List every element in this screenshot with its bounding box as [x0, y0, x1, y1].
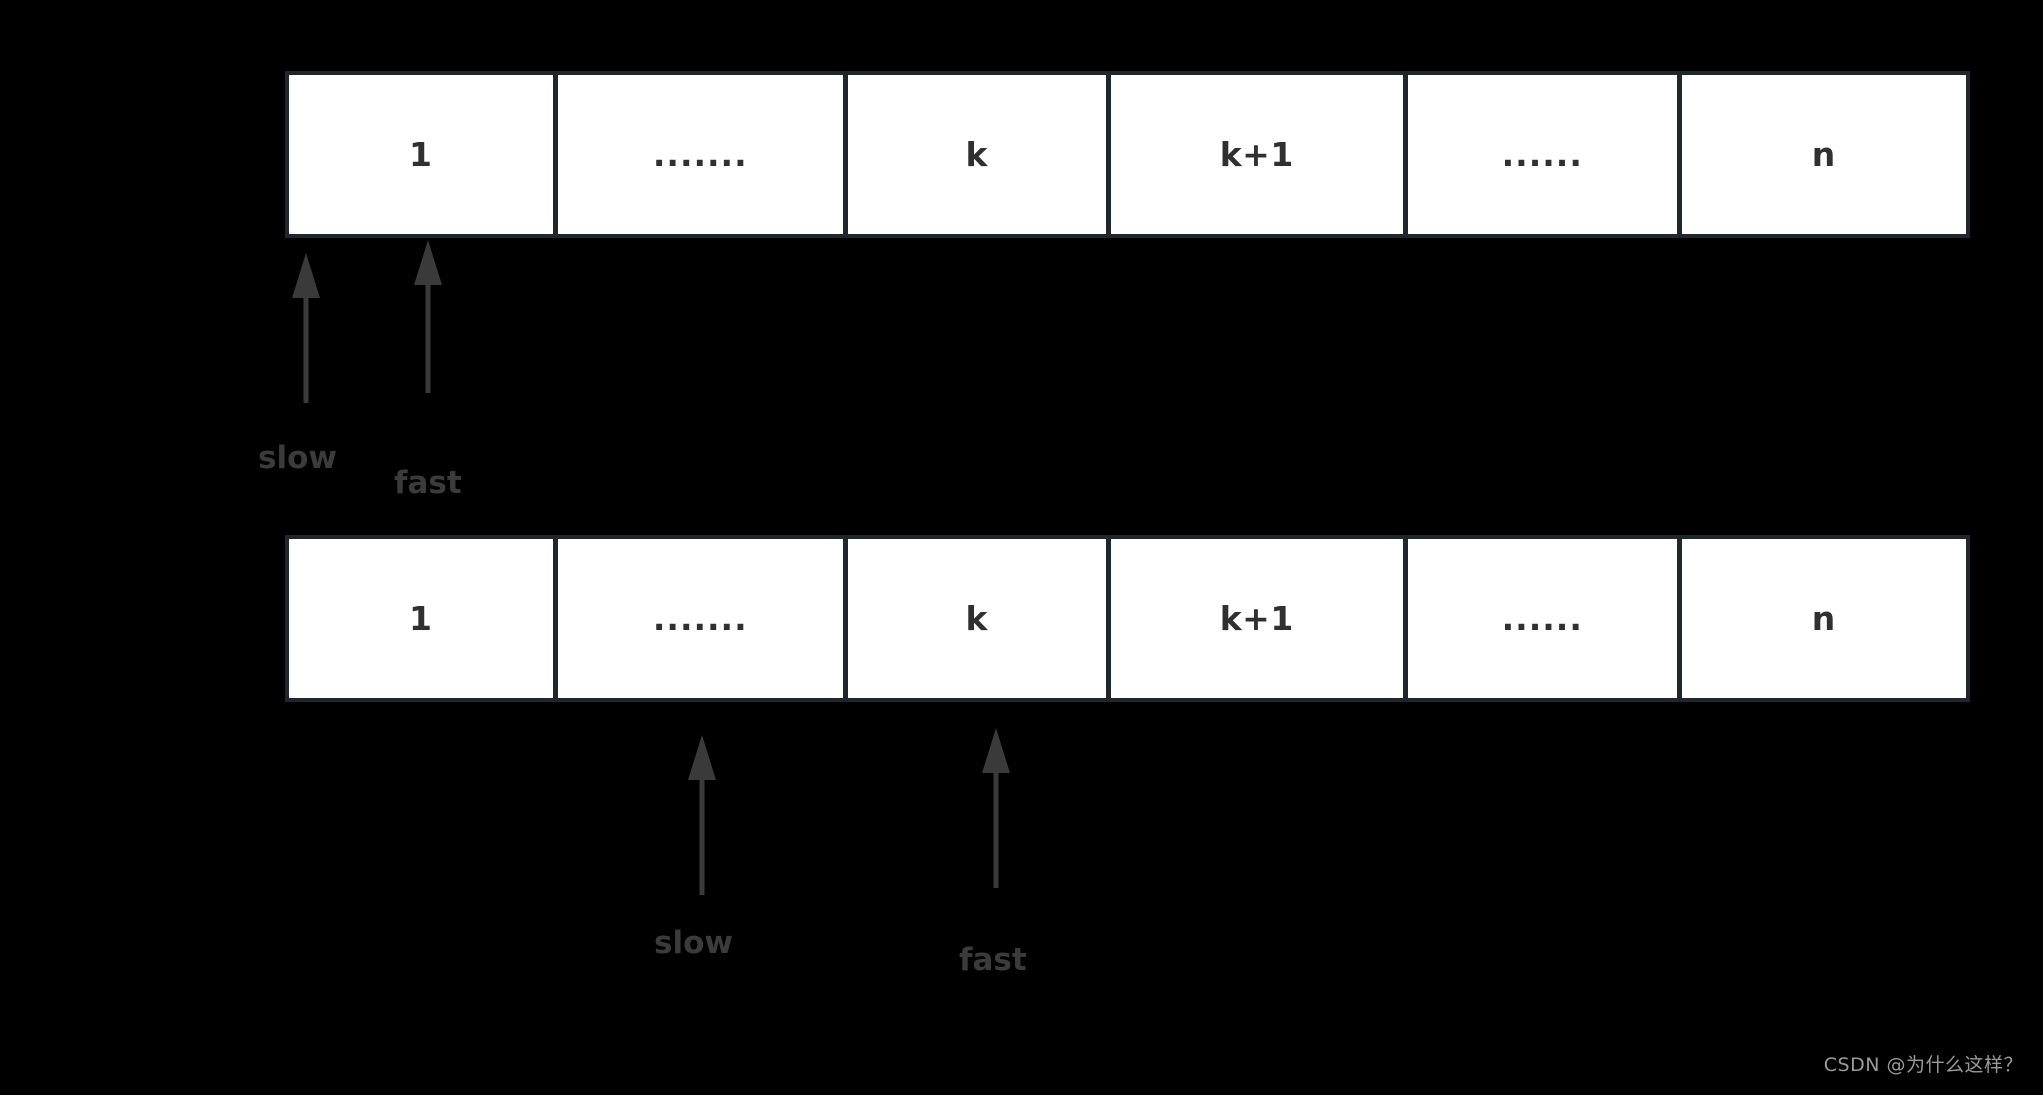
cell-label: ...... [1501, 599, 1583, 638]
cell-label: k+1 [1219, 135, 1294, 174]
cell-label: k [965, 135, 988, 174]
arrow-row1-slow [289, 253, 323, 403]
cell-label: n [1811, 599, 1836, 638]
array-cell-r2-c2[interactable]: ....... [557, 539, 843, 698]
array-row-2: 1 ....... k k+1 ...... n [285, 535, 1970, 702]
cell-label: ....... [652, 599, 748, 638]
pointer-label-row2-slow: slow [654, 925, 734, 961]
array-cell-r2-c1[interactable]: 1 [289, 539, 553, 698]
array-cell-r2-c3[interactable]: k [848, 539, 1106, 698]
array-cell-r2-c4[interactable]: k+1 [1110, 539, 1403, 698]
array-cell-r2-c5[interactable]: ...... [1408, 539, 1677, 698]
cell-label: k [965, 599, 988, 638]
array-cell-r1-c4[interactable]: k+1 [1110, 75, 1403, 234]
array-cell-r1-c3[interactable]: k [848, 75, 1106, 234]
cell-label: ...... [1501, 135, 1583, 174]
array-cell-r2-c6[interactable]: n [1681, 539, 1966, 698]
arrow-row2-fast [979, 728, 1013, 888]
arrow-row2-slow [685, 735, 719, 895]
cell-label: 1 [409, 135, 433, 174]
array-row-1: 1 ....... k k+1 ...... n [285, 71, 1970, 238]
array-cell-r1-c1[interactable]: 1 [289, 75, 553, 234]
array-cell-r1-c5[interactable]: ...... [1408, 75, 1677, 234]
cell-label: k+1 [1219, 599, 1294, 638]
pointer-label-row1-slow: slow [258, 440, 338, 476]
pointer-label-row2-fast: fast [959, 942, 1027, 978]
watermark: CSDN @为什么这样？ [1823, 1054, 2023, 1076]
array-cell-r1-c2[interactable]: ....... [557, 75, 843, 234]
arrow-row1-fast [411, 240, 445, 393]
cell-label: 1 [409, 599, 433, 638]
array-cell-r1-c6[interactable]: n [1681, 75, 1966, 234]
cell-label: n [1811, 135, 1836, 174]
pointer-label-row1-fast: fast [394, 465, 462, 501]
cell-label: ....... [652, 135, 748, 174]
